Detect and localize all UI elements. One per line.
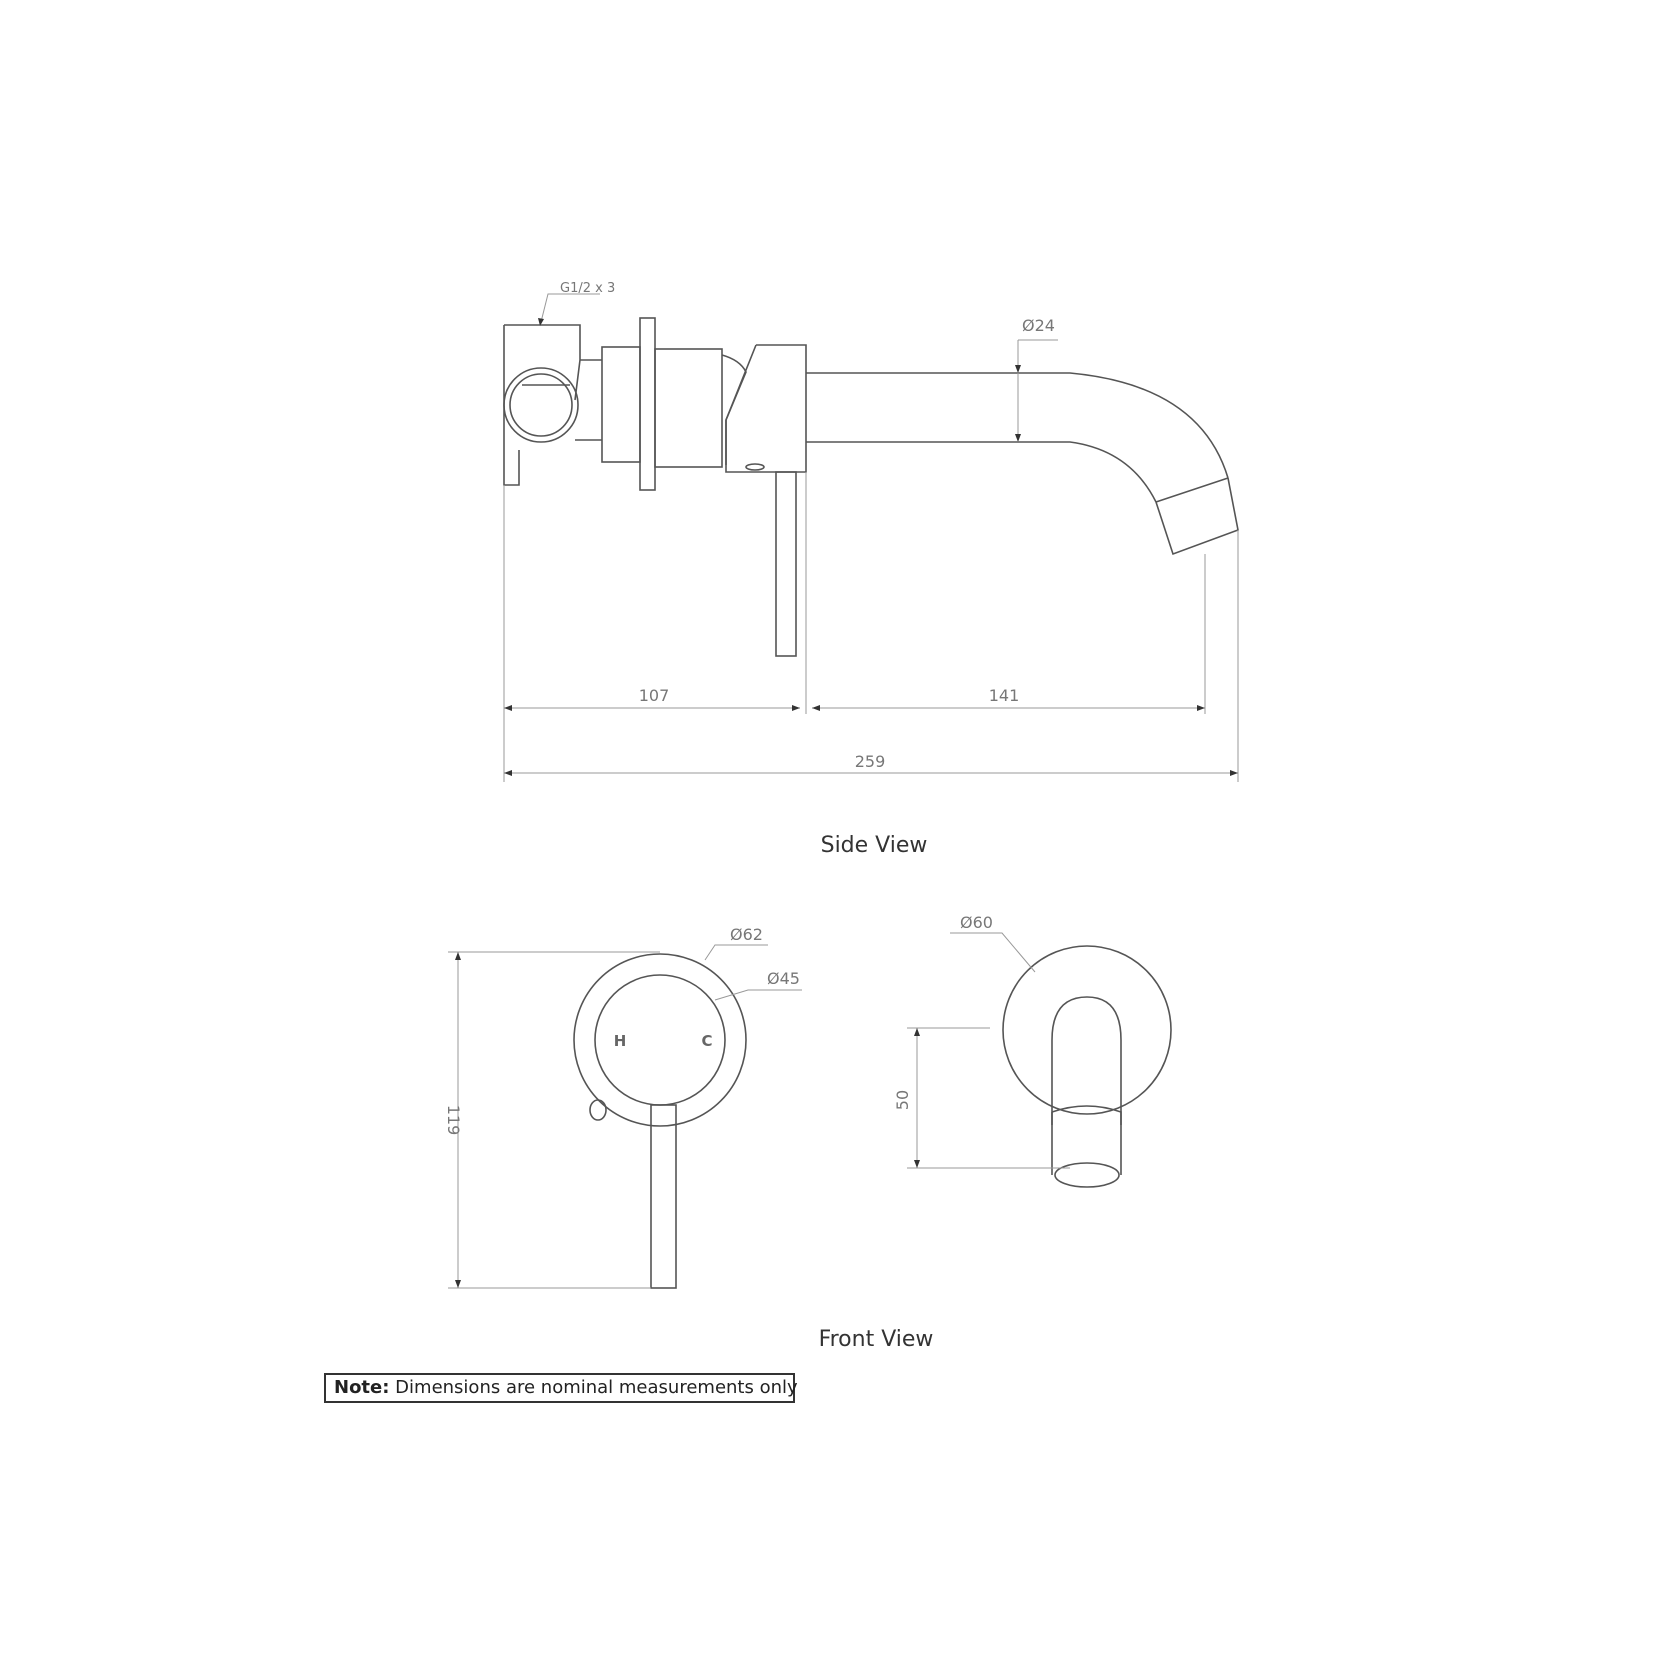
plate-diameter-60: Ø60 xyxy=(960,913,993,932)
side-view: Ø24 G1/2 x 3 107 141 259 Side View xyxy=(503,281,1239,858)
front-view-mixer: H C 119 Ø62 Ø45 xyxy=(444,925,802,1289)
thread-label: G1/2 x 3 xyxy=(560,281,615,296)
dim-spout-length: 141 xyxy=(989,686,1020,705)
dim-total-length: 259 xyxy=(855,752,886,771)
note-text: Dimensions are nominal measurements only xyxy=(389,1377,798,1398)
note-box: Note: Dimensions are nominal measurement… xyxy=(324,1373,798,1403)
front-view-spout: 50 Ø60 Front View xyxy=(819,913,1172,1352)
spout-height-label: 50 xyxy=(893,1090,912,1110)
spout-diameter-label: Ø24 xyxy=(1022,316,1055,335)
handle-diameter-45: Ø45 xyxy=(767,969,800,988)
plate-diameter-62: Ø62 xyxy=(730,925,763,944)
cold-label: C xyxy=(701,1032,712,1050)
dim-body-length: 107 xyxy=(639,686,670,705)
hot-label: H xyxy=(614,1032,627,1050)
front-view-title: Front View xyxy=(819,1327,934,1352)
note-prefix: Note: xyxy=(334,1377,390,1398)
side-view-title: Side View xyxy=(821,833,928,858)
mixer-height-label: 119 xyxy=(444,1105,463,1136)
